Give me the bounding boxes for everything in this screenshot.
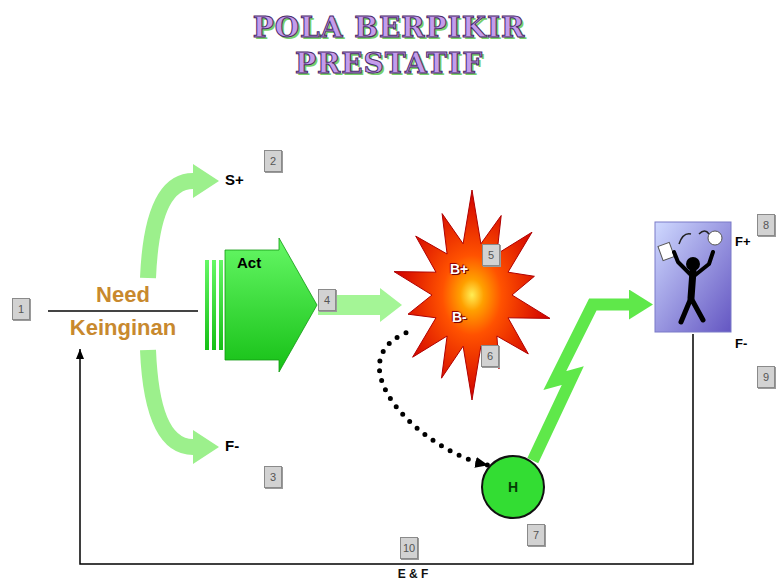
node-text: Keinginan (48, 312, 198, 341)
node-text: F- (735, 336, 747, 352)
node-text: F+ (735, 234, 751, 250)
node-text: Act (237, 254, 261, 272)
callout-number: 1 (12, 298, 30, 320)
callout-number: 9 (757, 366, 775, 388)
callout-number: 10 (400, 537, 418, 559)
person-figure: F+F- (655, 222, 731, 332)
callout-number: 8 (757, 214, 775, 236)
edge-label: E & F (396, 567, 431, 581)
callout-number: 4 (318, 289, 336, 311)
arrow-bar (219, 260, 223, 350)
motion-curl (699, 231, 709, 234)
node-text: F- (222, 434, 252, 458)
barrier-starburst: B+ B- (392, 190, 552, 400)
paper-ball (708, 231, 722, 245)
barrier-starburst-shape (392, 190, 552, 400)
node-text: H (508, 478, 518, 496)
node-text: Need (48, 282, 198, 312)
block-arrow (225, 238, 317, 372)
callout-number: 7 (527, 524, 545, 546)
paper (658, 242, 674, 260)
starburst (394, 190, 550, 400)
callout-number: 2 (264, 150, 282, 172)
node-text: B+ (450, 260, 468, 278)
connector (148, 350, 193, 447)
node-text: B- (452, 308, 467, 326)
diagram-title: POLA BERPIKIR PRESTATIF (219, 10, 559, 82)
help-circle: H (480, 454, 546, 520)
person-figure-shape (655, 222, 731, 332)
picture-frame (655, 222, 731, 332)
outcome-label: S+ (222, 168, 255, 194)
outcome-label: F- (222, 434, 252, 460)
connector (148, 181, 193, 278)
callout-number: 3 (264, 466, 282, 488)
arrow-bar (212, 260, 216, 350)
circle-outline (482, 456, 544, 518)
callout-number: 5 (482, 244, 500, 266)
connector (533, 305, 629, 461)
figure-arms (674, 252, 713, 276)
node-text: S+ (222, 168, 255, 192)
action-arrow: Act (205, 238, 317, 372)
callout-number: 6 (481, 345, 499, 367)
figure-legs (681, 298, 703, 322)
arrow-bar (205, 260, 209, 350)
connector (80, 334, 693, 564)
motion-curl (679, 234, 691, 244)
need-fraction: NeedKeinginan (48, 282, 198, 346)
